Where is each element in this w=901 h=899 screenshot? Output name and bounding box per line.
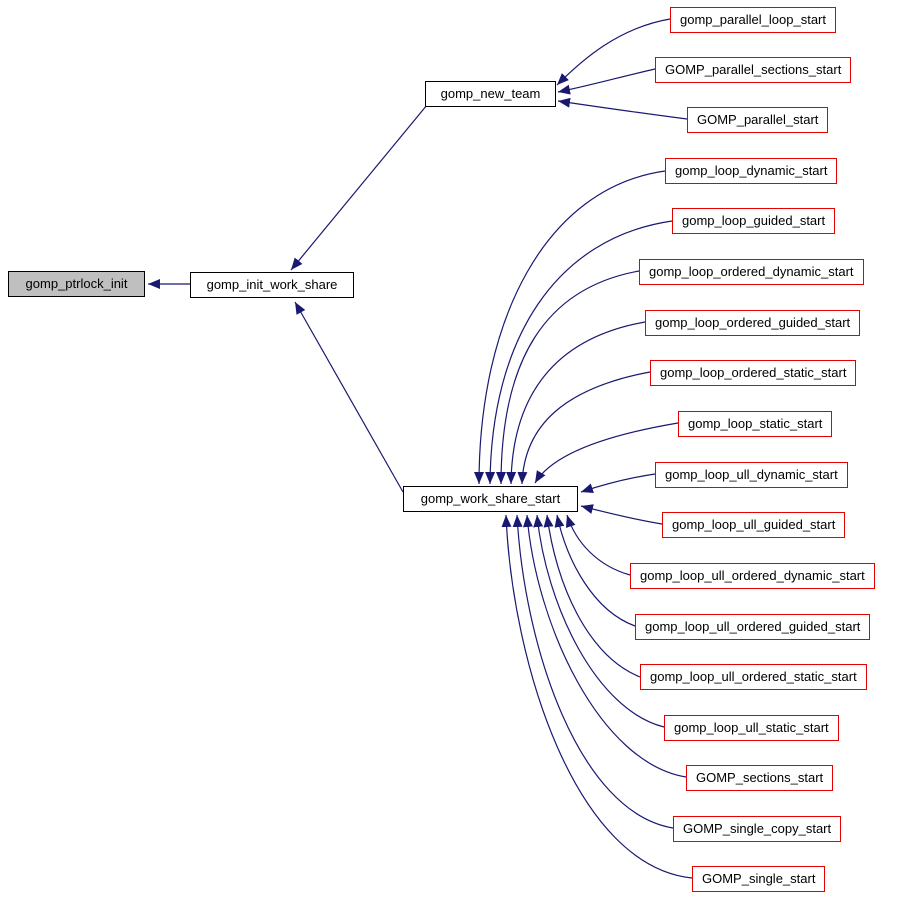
node-gomp-loop-ordered-dynamic-start[interactable]: gomp_loop_ordered_dynamic_start: [639, 259, 864, 285]
node-gomp-loop-ull-ordered-static-start[interactable]: gomp_loop_ull_ordered_static_start: [640, 664, 867, 690]
node-gomp-loop-ull-ordered-dynamic-start[interactable]: gomp_loop_ull_ordered_dynamic_start: [630, 563, 875, 589]
node-gomp-loop-guided-start[interactable]: gomp_loop_guided_start: [672, 208, 836, 234]
node-gomp-loop-ull-static-start[interactable]: gomp_loop_ull_static_start: [664, 715, 839, 741]
node-gomp-ptrlock-init: gomp_ptrlock_init: [8, 271, 145, 297]
node-gomp-loop-dynamic-start[interactable]: gomp_loop_dynamic_start: [665, 158, 838, 184]
node-gomp-work-share-start[interactable]: gomp_work_share_start: [403, 486, 578, 512]
node-gomp-parallel-start[interactable]: GOMP_parallel_start: [687, 107, 829, 133]
node-gomp-loop-ull-guided-start[interactable]: gomp_loop_ull_guided_start: [662, 512, 846, 538]
node-gomp-loop-ull-ordered-guided-start[interactable]: gomp_loop_ull_ordered_guided_start: [635, 614, 871, 640]
node-gomp-loop-ordered-static-start[interactable]: gomp_loop_ordered_static_start: [650, 360, 857, 386]
node-gomp-init-work-share[interactable]: gomp_init_work_share: [190, 272, 354, 298]
node-gomp-single-start[interactable]: GOMP_single_start: [692, 866, 826, 892]
node-gomp-parallel-loop-start[interactable]: gomp_parallel_loop_start: [670, 7, 836, 33]
node-gomp-single-copy-start[interactable]: GOMP_single_copy_start: [673, 816, 842, 842]
node-gomp-loop-static-start[interactable]: gomp_loop_static_start: [678, 411, 833, 437]
node-gomp-parallel-sections-start[interactable]: GOMP_parallel_sections_start: [655, 57, 852, 83]
node-gomp-new-team[interactable]: gomp_new_team: [425, 81, 556, 107]
node-gomp-sections-start[interactable]: GOMP_sections_start: [686, 765, 834, 791]
node-gomp-loop-ordered-guided-start[interactable]: gomp_loop_ordered_guided_start: [645, 310, 861, 336]
node-gomp-loop-ull-dynamic-start[interactable]: gomp_loop_ull_dynamic_start: [655, 462, 848, 488]
